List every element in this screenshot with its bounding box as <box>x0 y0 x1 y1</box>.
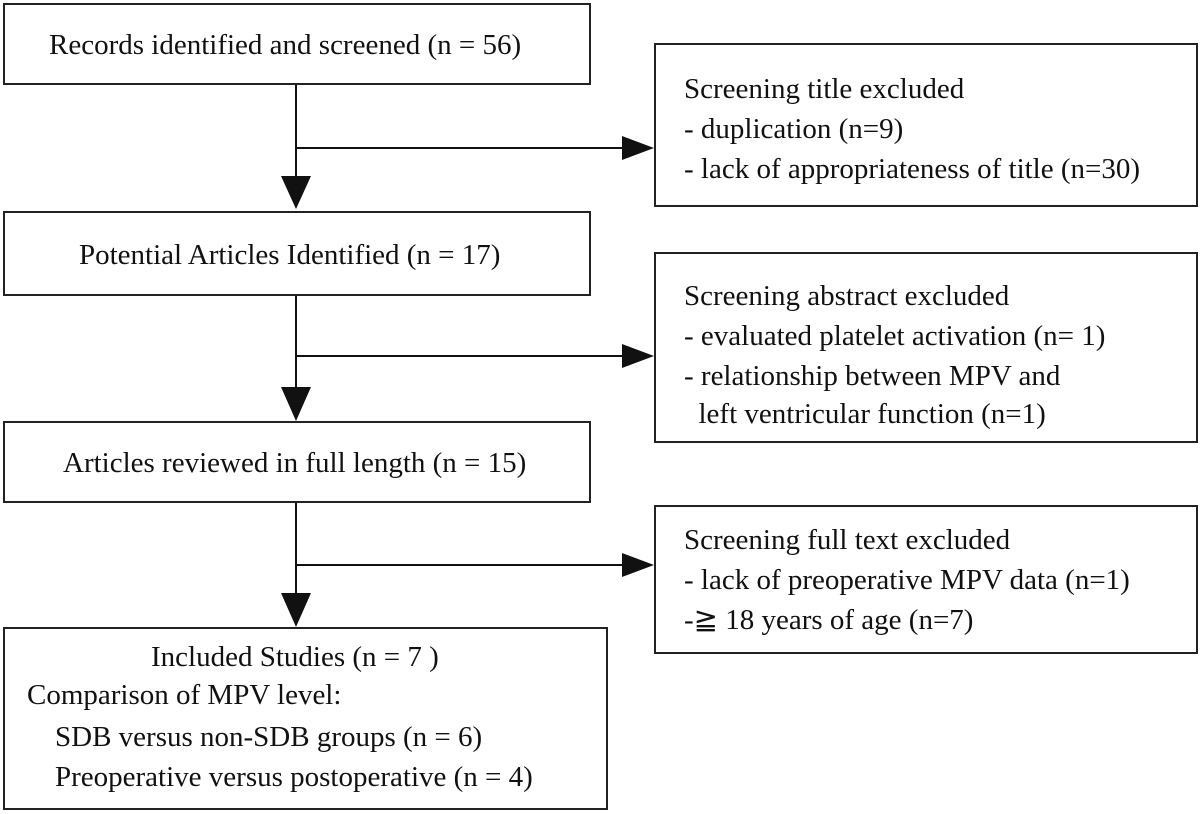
fulltext-excluded-age: -≧ 18 years of age (n=7) <box>684 604 974 636</box>
arrowhead-potential-to-reviewed <box>281 387 311 421</box>
title-excluded-box: Screening title excluded - duplication (… <box>654 43 1198 207</box>
potential-articles-box: Potential Articles Identified (n = 17) <box>3 211 591 296</box>
title-excluded-appropriateness: - lack of appropriateness of title (n=30… <box>684 153 1141 185</box>
abstract-excluded-box: Screening abstract excluded - evaluated … <box>654 252 1198 443</box>
abstract-excluded-ventricular: left ventricular function (n=1) <box>684 398 1046 430</box>
records-box: Records identified and screened (n = 56) <box>3 3 591 85</box>
arrowhead-reviewed-to-included <box>281 593 311 627</box>
included-title: Included Studies (n = 7 ) <box>151 641 439 673</box>
included-item-preop: Preoperative versus postoperative (n = 4… <box>55 761 533 793</box>
abstract-excluded-platelet: - evaluated platelet activation (n= 1) <box>684 320 1106 352</box>
included-comparison: Comparison of MPV level: <box>27 679 342 711</box>
included-item-sdb: SDB versus non-SDB groups (n = 6) <box>55 721 483 753</box>
records-label: Records identified and screened (n = 56) <box>49 29 522 61</box>
title-excluded-duplication: - duplication (n=9) <box>684 113 904 145</box>
potential-label: Potential Articles Identified (n = 17) <box>79 239 501 271</box>
abstract-excluded-heading: Screening abstract excluded <box>684 280 1010 312</box>
title-excluded-heading: Screening title excluded <box>684 73 965 105</box>
arrowhead-to-title-excluded <box>622 136 654 160</box>
included-studies-box: Included Studies (n = 7 ) Comparison of … <box>3 627 608 810</box>
fulltext-excluded-heading: Screening full text excluded <box>684 524 1011 556</box>
reviewed-articles-box: Articles reviewed in full length (n = 15… <box>3 421 591 503</box>
fulltext-excluded-box: Screening full text excluded - lack of p… <box>654 505 1198 654</box>
reviewed-label: Articles reviewed in full length (n = 15… <box>63 447 527 479</box>
fulltext-excluded-mpv: - lack of preoperative MPV data (n=1) <box>684 564 1130 596</box>
arrowhead-to-fulltext-excluded <box>622 553 654 577</box>
abstract-excluded-relationship: - relationship between MPV and <box>684 360 1061 392</box>
arrowhead-records-to-potential <box>281 176 311 209</box>
arrowhead-to-abstract-excluded <box>622 344 654 368</box>
